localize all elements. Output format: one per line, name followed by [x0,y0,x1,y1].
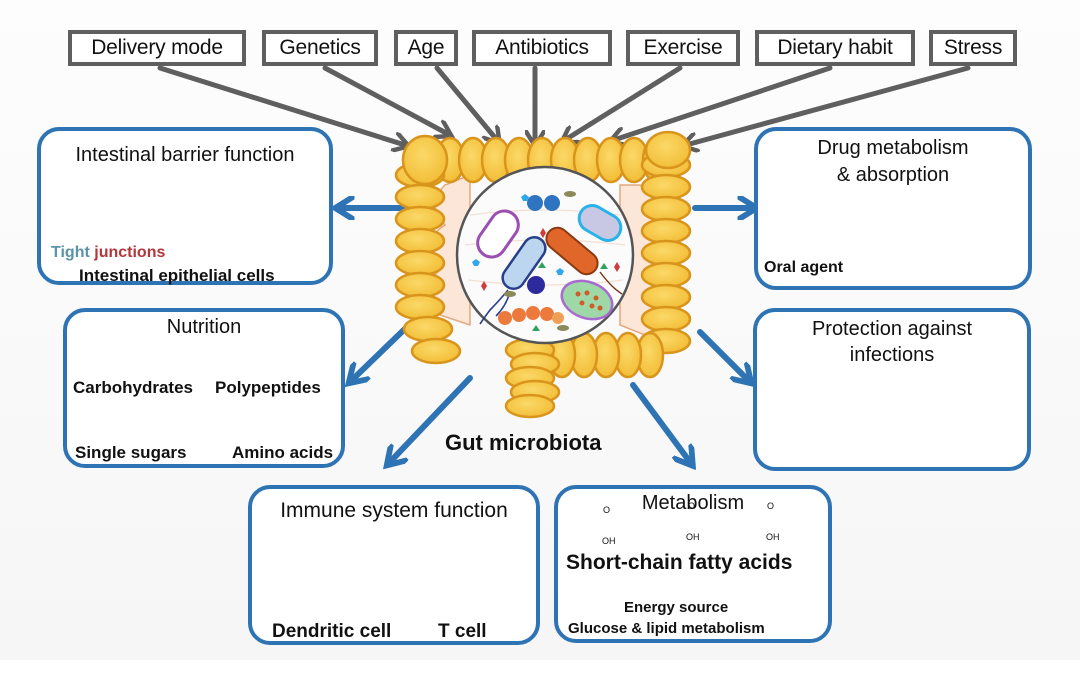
panel-nutrition: Nutrition Carbohydrates Polypeptides Sin… [63,308,345,468]
colon-segment [644,130,692,170]
arrow-exercise [565,65,683,140]
colon-segment [640,173,692,201]
panel-title-line2: infections [849,344,935,366]
factor-label: Exercise [643,36,723,59]
colon-segment [640,283,692,311]
panel-title: Immune system function [280,499,508,522]
diplococcus [527,195,543,211]
colon-segment [394,249,446,277]
factor-stress: Stress [929,30,1017,66]
panel-metabolism: Metabolism OH O OH O OH O Short-chain fa… [554,485,832,643]
microbiota-circle [455,165,635,345]
single-sugars-label: Single sugars [75,443,187,462]
factor-delivery-mode: Delivery mode [68,30,246,66]
panel-title-line2: & absorption [836,164,950,186]
panel-title: Metabolism [641,492,745,514]
oh-label: OH [686,532,700,542]
panel-title: Intestinal barrier function [75,144,295,166]
factor-label: Age [407,36,445,59]
panel-immune-system: Immune system function Dendritic cell T … [248,485,540,645]
o-label: O [767,501,775,511]
arrow-delivery-mode [157,65,405,145]
factor-arrows [157,65,971,145]
panel-drug-metabolism: Drug metabolism & absorption Oral agent [754,127,1032,290]
factor-antibiotics: Antibiotics [472,30,612,66]
colon-segment [640,305,692,333]
arrow-to-immune [390,375,473,462]
colon-segment [401,134,449,186]
colon-segment [394,183,446,211]
colon-segment [394,205,446,233]
polypeptides-label: Polypeptides [215,378,321,397]
energy-source-label: Energy source [624,599,729,616]
carbohydrates-label: Carbohydrates [73,378,193,397]
colon-segment [410,337,462,365]
colon [394,130,692,419]
colon-segment [394,293,446,321]
arrow-dietary-habit [614,65,833,140]
arrow-to-nutrition [352,319,415,380]
oral-agent-label: Oral agent [764,259,844,276]
streptococcus-chain [498,306,564,325]
t-cell-label: T cell [438,621,487,642]
factor-label: Dietary habit [777,36,893,59]
arrow-to-metabolism [630,382,690,462]
colon-segment [640,261,692,289]
panel-protection-infections: Protection against infections [753,308,1031,471]
factor-label: Genetics [279,36,361,59]
colon-segment [640,217,692,245]
o-label: O [603,505,611,515]
arrow-age [434,65,497,140]
purple-bacterium [476,209,520,259]
orange-rod-bacterium [545,226,623,295]
panel-intestinal-barrier: Intestinal barrier function Tight juncti… [37,127,333,285]
gut-microbiota-label: Gut microbiota [445,430,602,455]
panel-title-line1: Drug metabolism [817,137,969,159]
oh-label: OH [602,536,616,546]
factor-exercise: Exercise [626,30,740,66]
colon-segment [640,239,692,267]
panel-title-line1: Protection against [811,318,973,340]
factor-label: Stress [943,36,1003,59]
green-spotted-bacterium [560,279,614,321]
colon-segment [504,393,556,419]
arrow-genetics [322,65,448,134]
colon-segment [402,315,454,343]
colon-segment [640,195,692,223]
dendritic-cell-label: Dendritic cell [272,621,392,642]
factor-genetics: Genetics [262,30,378,66]
oh-label: OH [766,532,780,542]
factor-label: Delivery mode [91,36,223,59]
blue-rod-bacterium [479,236,547,325]
arrow-to-protection [697,329,748,380]
colon-segment [394,227,446,255]
factor-age: Age [394,30,458,66]
scfa-label: Short-chain fatty acids [566,551,793,574]
effect-arrows [340,208,752,462]
factor-dietary-habit: Dietary habit [755,30,915,66]
cyan-bacterium [577,204,623,242]
o-label: O [688,501,696,511]
glucose-lipid-label: Glucose & lipid metabolism [568,620,765,637]
epithelial-cells-label: Intestinal epithelial cells [79,266,275,285]
factor-label: Antibiotics [495,36,589,59]
amino-acids-label: Amino acids [232,443,334,462]
panel-title: Nutrition [166,316,242,338]
coccus [527,276,545,294]
tight-junctions-label: Tight junctions [51,244,166,261]
arrow-stress [686,65,971,145]
small-particles [472,191,620,331]
colon-segment [394,271,446,299]
